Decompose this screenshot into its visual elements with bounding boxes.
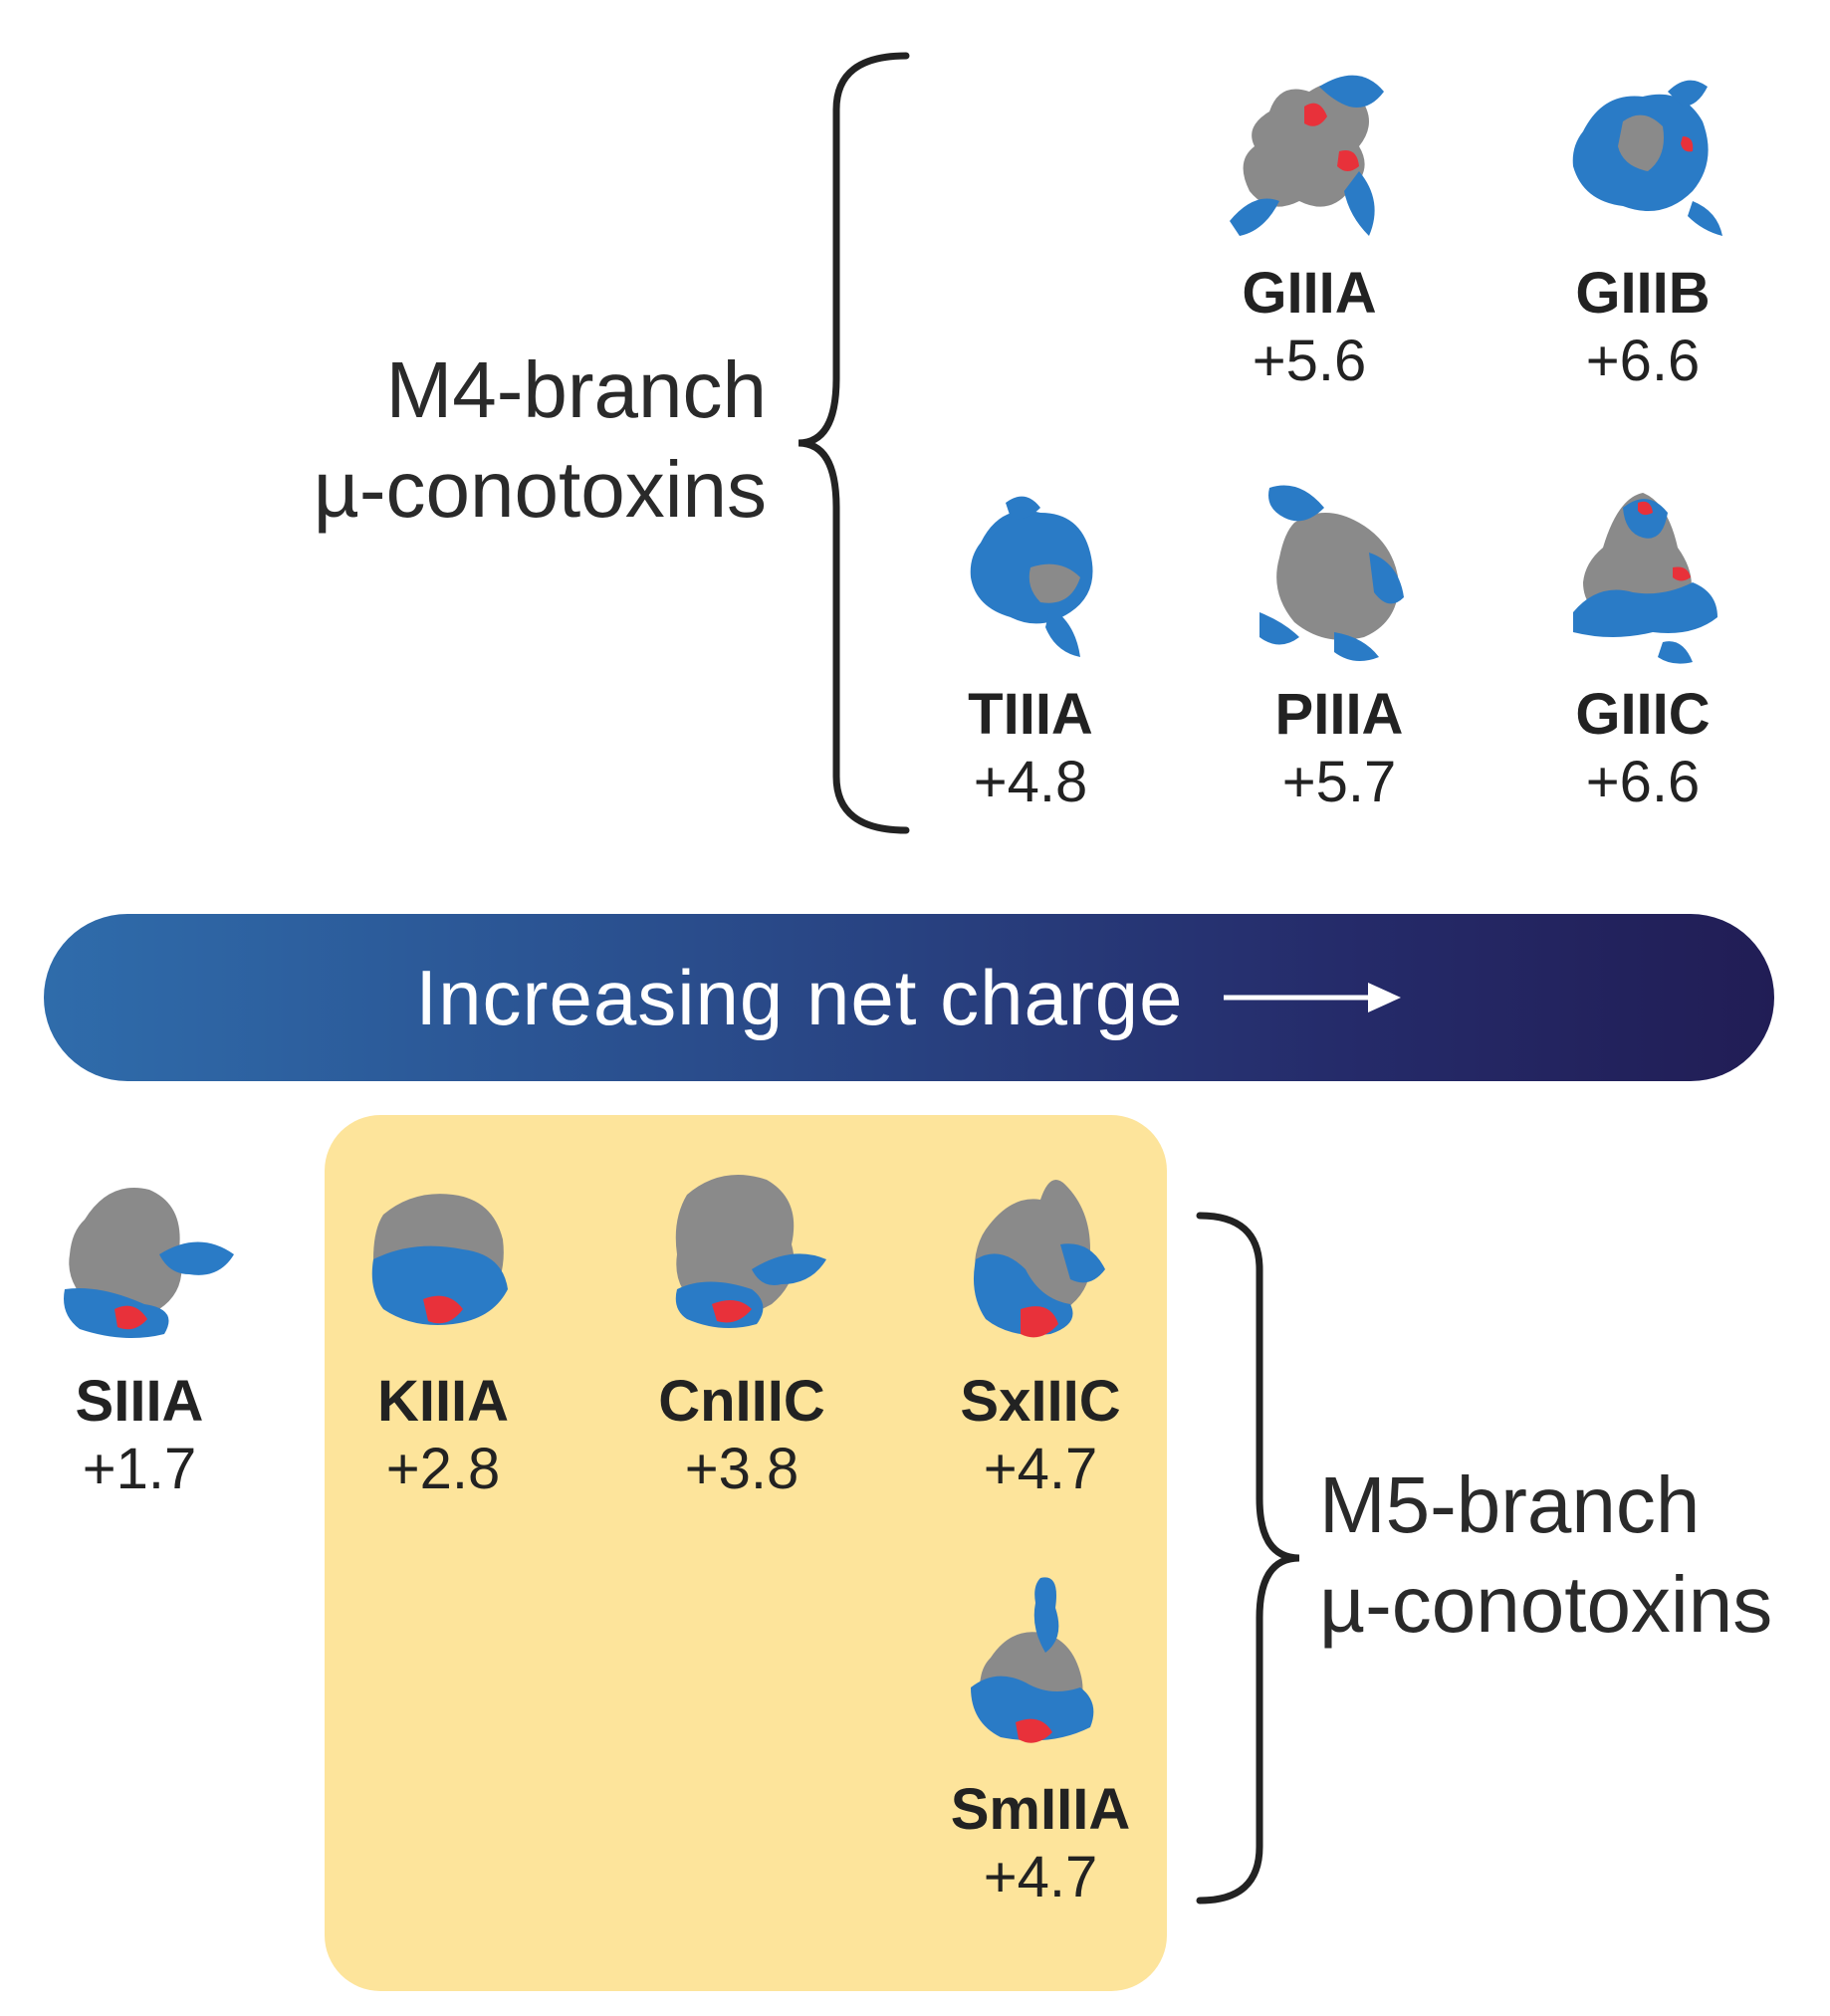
toxin-name: GIIIA <box>1242 261 1377 326</box>
protein-structure-icon <box>1573 493 1717 664</box>
m4-brace <box>798 52 910 834</box>
increasing-charge-bar: Increasing net charge <box>44 914 1774 1081</box>
toxin-name: SmIIIA <box>950 1777 1131 1842</box>
toxin-kiiia: KIIIA +2.8 <box>324 1160 563 1504</box>
toxin-name: SxIIIC <box>960 1369 1121 1434</box>
charge-bar-label: Increasing net charge <box>415 953 1184 1041</box>
toxin-name: KIIIA <box>376 1369 510 1434</box>
m5-label-line1: M5-branch <box>1319 1460 1701 1549</box>
toxin-name: PIIIA <box>1274 682 1404 747</box>
toxin-charge: +5.6 <box>1252 329 1367 393</box>
toxin-giiib: GIIIB +6.6 <box>1523 52 1762 396</box>
toxin-charge: +4.8 <box>973 750 1088 814</box>
toxin-charge: +4.7 <box>983 1845 1098 1909</box>
protein-structure-icon <box>675 1175 826 1328</box>
toxin-name: TIIIA <box>968 682 1093 747</box>
toxin-giiic: GIIIC +6.6 <box>1523 473 1762 817</box>
m4-label-line2: µ-conotoxins <box>313 445 767 534</box>
protein-structure-icon <box>971 1577 1094 1743</box>
protein-structure-icon <box>970 496 1093 657</box>
toxin-charge: +6.6 <box>1585 329 1701 393</box>
right-arrow-icon <box>1223 983 1401 1012</box>
protein-structure-icon <box>1259 485 1404 661</box>
toxin-siiia: SIIIA +1.7 <box>20 1160 259 1504</box>
toxin-giiia: GIIIA +5.6 <box>1190 52 1429 396</box>
toxin-name: GIIIB <box>1575 261 1711 326</box>
protein-structure-icon <box>371 1194 508 1325</box>
toxin-charge: +5.7 <box>1281 750 1397 814</box>
m4-label-line1: M4-branch <box>385 345 767 434</box>
toxin-piiia: PIIIA +5.7 <box>1220 473 1459 817</box>
toxin-name: GIIIC <box>1575 682 1711 747</box>
protein-structure-icon <box>64 1188 234 1338</box>
toxin-tiiia: TIIIA +4.8 <box>911 473 1150 817</box>
m5-brace <box>1196 1212 1300 1904</box>
toxin-charge: +4.7 <box>983 1437 1098 1501</box>
toxin-smiiia: SmIIIA +4.7 <box>921 1568 1160 1912</box>
toxin-name: CnIIIC <box>658 1369 825 1434</box>
toxin-name: SIIIA <box>75 1369 204 1434</box>
protein-structure-icon <box>1572 80 1722 236</box>
toxin-charge: +3.8 <box>684 1437 800 1501</box>
toxin-charge: +2.8 <box>385 1437 501 1501</box>
protein-structure-icon <box>1230 75 1384 236</box>
m5-label-line2: µ-conotoxins <box>1319 1560 1773 1649</box>
toxin-sxiiic: SxIIIC +4.7 <box>921 1160 1160 1504</box>
m4-group-label: M4-branch µ-conotoxins <box>289 340 767 540</box>
toxin-charge: +1.7 <box>82 1437 197 1501</box>
toxin-charge: +6.6 <box>1585 750 1701 814</box>
protein-structure-icon <box>973 1180 1105 1338</box>
m5-group-label: M5-branch µ-conotoxins <box>1319 1456 1772 1655</box>
toxin-cniiic: CnIIIC +3.8 <box>622 1160 861 1504</box>
